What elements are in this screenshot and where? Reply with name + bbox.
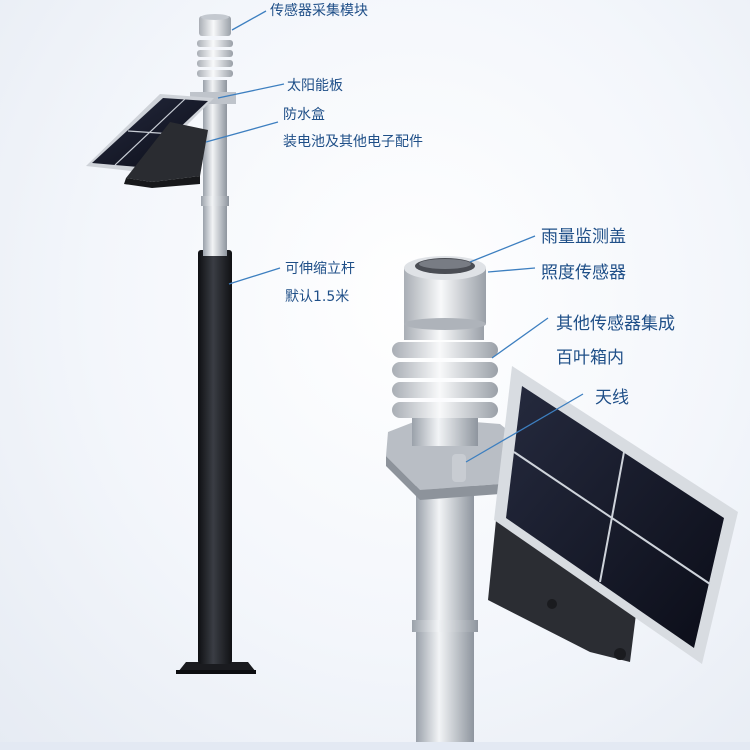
- leader-lines: [205, 10, 584, 463]
- pole-collar: [201, 196, 229, 206]
- label-telescopic-pole: 可伸缩立杆: [285, 261, 355, 277]
- base-plate: [178, 662, 256, 672]
- closeup-waterproof-box: [488, 520, 640, 662]
- small-waterproof-box: [126, 122, 208, 182]
- small-sensor-head: [197, 14, 233, 94]
- bottom-strip: [0, 742, 750, 750]
- closeup-solar-panel: [494, 366, 738, 664]
- rain-cover-sensor: [404, 256, 486, 330]
- label-antenna: 天线: [595, 388, 629, 408]
- antenna: [452, 454, 466, 482]
- label-solar-panel: 太阳能板: [287, 78, 343, 94]
- closeup-pole-joint: [412, 620, 478, 632]
- closeup-view: [386, 256, 738, 750]
- label-sensor-module: 传感器采集模块: [270, 3, 368, 19]
- label-rain-cover: 雨量监测盖: [541, 227, 626, 247]
- full-station-view: [86, 14, 256, 674]
- metal-upper-pole: [203, 100, 227, 256]
- label-light-sensor: 照度传感器: [541, 263, 626, 283]
- label-default-height: 默认1.5米: [285, 289, 350, 305]
- label-louver-box: 百叶箱内: [556, 348, 624, 368]
- base-plate-shadow: [176, 670, 256, 674]
- closeup-pole: [416, 474, 474, 750]
- label-battery-parts: 装电池及其他电子配件: [283, 134, 423, 150]
- dark-pole: [198, 250, 232, 664]
- label-other-sensors: 其他传感器集成: [556, 314, 675, 334]
- label-waterproof-box: 防水盒: [283, 107, 325, 123]
